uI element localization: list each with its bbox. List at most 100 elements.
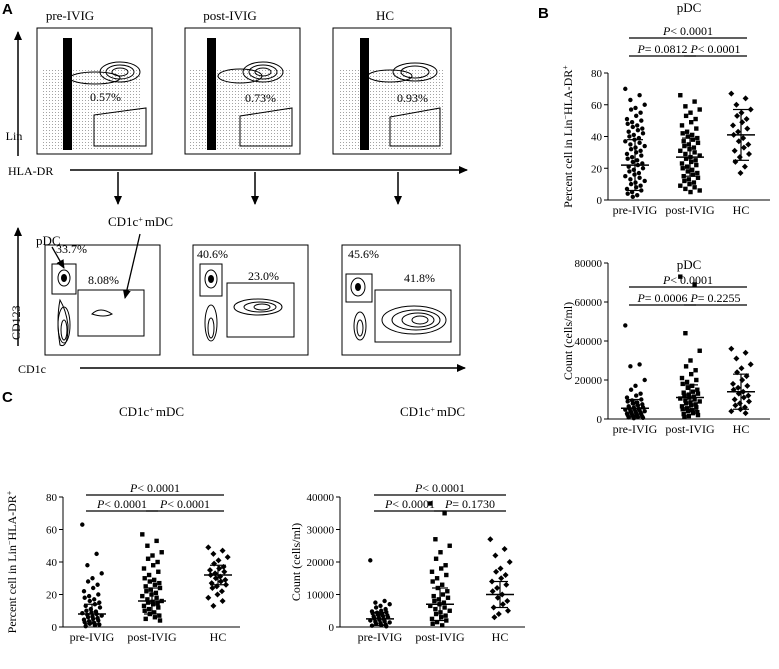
data-point [447, 608, 452, 613]
data-point [628, 147, 634, 152]
data-point [142, 576, 147, 581]
x-tick-label: HC [733, 203, 750, 217]
data-point [625, 121, 630, 127]
flow-gate-percent-hc: 0.93% [397, 91, 428, 105]
data-point [489, 588, 496, 595]
data-point [731, 396, 738, 403]
data-point [640, 415, 646, 421]
data-point [447, 543, 452, 548]
p-value-label: P= 0.1730 [444, 497, 495, 511]
data-point [678, 93, 683, 98]
data-point [140, 593, 145, 599]
x-tick-label: post-IVIG [415, 630, 465, 644]
flow-mdc-label: CD1c+mDC [108, 214, 173, 229]
y-axis-label: Count (cells/ml) [561, 302, 575, 380]
data-point [145, 556, 151, 561]
data-point [151, 563, 156, 568]
flow-pdc-percent-post: 40.6% [197, 247, 228, 261]
data-point [678, 183, 683, 188]
p-value-label: P< 0.0001 [159, 497, 210, 511]
data-point [689, 120, 694, 125]
data-point [695, 391, 701, 396]
data-point [689, 159, 694, 165]
data-point [157, 580, 162, 586]
data-point [739, 119, 746, 126]
y-tick-label: 0 [52, 622, 58, 634]
data-point [430, 621, 435, 626]
y-tick-label: 10000 [307, 590, 335, 602]
data-point [684, 164, 690, 169]
flow-gate-percent-pre: 0.57% [90, 90, 121, 104]
data-point [685, 169, 690, 174]
data-point [499, 601, 506, 608]
data-point [143, 584, 148, 589]
data-point [152, 615, 158, 620]
panel-label-c: C [2, 389, 13, 406]
data-point [640, 126, 645, 131]
y-tick-label: 80 [591, 68, 603, 80]
flow-mdc-percent-hc: 41.8% [404, 271, 435, 285]
data-point [84, 608, 89, 613]
data-point [638, 148, 643, 153]
flow-gate-percent-post: 0.73% [245, 91, 276, 105]
data-point [642, 377, 647, 383]
y-axis-label: Count (cells/ml) [289, 523, 303, 601]
data-point [439, 615, 444, 620]
data-point [445, 595, 451, 600]
x-tick-label: HC [733, 422, 750, 436]
data-point [682, 143, 687, 149]
data-point [628, 181, 634, 187]
data-point [692, 150, 697, 155]
x-tick-label: pre-IVIG [613, 203, 658, 217]
data-point [738, 365, 745, 372]
p-value-label: P< 0.0001 [662, 273, 713, 287]
data-point [679, 161, 685, 166]
data-point [687, 181, 692, 187]
data-point [215, 557, 222, 564]
y-tick-label: 20000 [575, 375, 603, 387]
data-point [99, 571, 104, 576]
data-point [97, 605, 103, 610]
data-point [429, 569, 435, 574]
data-point [640, 131, 646, 136]
p-value-label: P< 0.0001 [689, 42, 740, 56]
data-point [141, 603, 147, 609]
data-point [152, 582, 158, 587]
data-point [692, 185, 697, 190]
data-point [683, 104, 688, 109]
y-tick-label: 80 [46, 492, 58, 504]
data-point [635, 123, 640, 128]
y-tick-label: 20 [591, 163, 603, 175]
data-point [683, 156, 689, 161]
data-point [630, 124, 635, 130]
data-point [680, 131, 685, 136]
flow-mdc-percent-pre: 8.08% [88, 273, 119, 287]
data-point [746, 150, 752, 157]
y-tick-label: 0 [597, 414, 603, 426]
data-point [85, 615, 91, 620]
data-point [628, 97, 633, 103]
data-point [747, 106, 754, 113]
data-point [207, 567, 213, 574]
data-point [148, 587, 153, 592]
data-point [695, 175, 701, 180]
data-point [635, 158, 640, 163]
data-point [642, 102, 647, 107]
data-point [685, 134, 690, 139]
data-point [678, 274, 683, 279]
p-value-label: P= 0.0812 [636, 42, 687, 56]
data-point [634, 393, 639, 398]
data-point [96, 618, 101, 623]
data-point [628, 142, 633, 147]
data-point [145, 600, 151, 605]
data-point [624, 151, 630, 157]
data-point [373, 600, 378, 605]
data-point [373, 605, 379, 610]
data-point [152, 610, 157, 615]
data-point [685, 385, 690, 390]
data-point [387, 620, 392, 625]
data-point [679, 123, 685, 128]
data-point [693, 402, 698, 407]
data-point [443, 563, 448, 568]
